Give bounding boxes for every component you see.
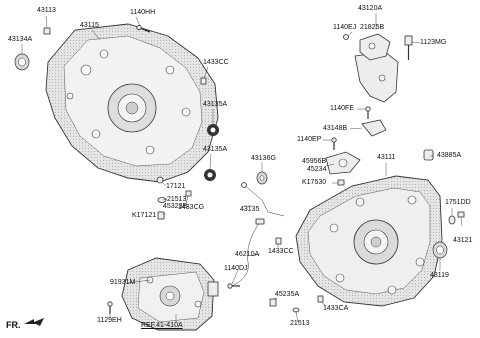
label-1433cg: 1433CG xyxy=(178,204,205,211)
label-43120a: 43120A xyxy=(358,5,383,12)
label-43115: 43115 xyxy=(80,22,99,29)
label-ref-41-410a: REF.41-410A xyxy=(141,322,183,329)
label-43135: 43135 xyxy=(240,206,260,213)
bolt-1140hh xyxy=(136,24,151,33)
label-43134a: 43134A xyxy=(8,36,33,43)
label-43135a-upper: 43135A xyxy=(203,101,228,108)
bolt-1140ep xyxy=(331,137,337,150)
part-17121-group xyxy=(156,176,192,220)
bolt-1140fe xyxy=(365,106,371,119)
seal-43119 xyxy=(432,241,448,259)
label-1140dj: 1140DJ xyxy=(224,265,248,272)
label-17121: 17121 xyxy=(166,183,186,190)
shift-lever-assembly xyxy=(121,257,219,331)
gear-43135a-lower xyxy=(204,169,216,181)
label-43136g: 43136G xyxy=(251,155,276,162)
label-43113: 43113 xyxy=(37,7,56,14)
label-45235a: 45235A xyxy=(275,291,300,298)
label-front: FR. xyxy=(6,320,21,330)
label-1751dd: 1751DD xyxy=(445,199,471,206)
bracket-43148b xyxy=(361,119,387,137)
leader-lines xyxy=(21,13,463,323)
part-1751dd xyxy=(448,215,456,225)
washer-43136g xyxy=(256,171,268,185)
label-43148b: 43148B xyxy=(323,125,348,132)
seal-43134a xyxy=(14,53,30,71)
label-1140ej: 1140EJ xyxy=(333,24,357,31)
label-1129eh: 1129EH xyxy=(97,317,122,324)
part-21513-lower xyxy=(292,307,300,313)
label-45956b: 45956B xyxy=(302,158,327,165)
plug-1433cc-lower xyxy=(275,237,282,245)
label-1433ca: 1433CA xyxy=(323,305,349,312)
label-1140ep: 1140EP xyxy=(297,136,322,143)
label-45234: 45234 xyxy=(307,166,327,173)
label-43119: 43119 xyxy=(430,272,449,279)
cable-46210a xyxy=(231,218,265,287)
bolt-1140dj xyxy=(227,283,240,289)
label-k17530: K17530 xyxy=(302,179,327,186)
front-arrow-icon xyxy=(24,318,44,326)
label-43885a: 43885A xyxy=(437,152,462,159)
label-21513-lower: 21513 xyxy=(290,320,310,327)
plug-1433cc-upper xyxy=(200,77,207,85)
label-21825b: 21825B xyxy=(360,24,385,31)
label-1433cc-upper: 1433CC xyxy=(203,59,229,66)
plug-1433ca xyxy=(317,295,324,303)
part-43121 xyxy=(457,211,465,218)
clutch-housing-part xyxy=(45,23,219,183)
shift-rod-43135 xyxy=(241,182,285,217)
label-43111: 43111 xyxy=(377,154,396,161)
part-k17530 xyxy=(337,179,345,186)
sensor-45956b xyxy=(325,151,361,175)
cap-43885a xyxy=(423,149,434,161)
part-45235a xyxy=(269,298,277,307)
label-k17121: K17121 xyxy=(132,212,157,219)
part-43113 xyxy=(43,27,51,35)
label-21513-upper: 21513 xyxy=(167,196,187,203)
label-45323b: 45323B xyxy=(163,203,188,210)
label-46210a: 46210A xyxy=(235,251,260,258)
bolt-1129eh xyxy=(107,301,113,314)
label-1123mg: 1123MG xyxy=(420,39,447,46)
transaxle-case-part xyxy=(295,175,443,307)
label-1140fe: 1140FE xyxy=(330,105,354,112)
gear-43135a-upper xyxy=(207,124,219,136)
label-91931m: 91931M xyxy=(110,279,136,286)
mount-bracket-43120a xyxy=(343,33,413,103)
label-1433cc-lower: 1433CC xyxy=(268,248,294,255)
label-43135a-lower: 43135A xyxy=(203,146,228,153)
label-1140hh: 1140HH xyxy=(130,9,156,16)
label-43121: 43121 xyxy=(453,237,473,244)
